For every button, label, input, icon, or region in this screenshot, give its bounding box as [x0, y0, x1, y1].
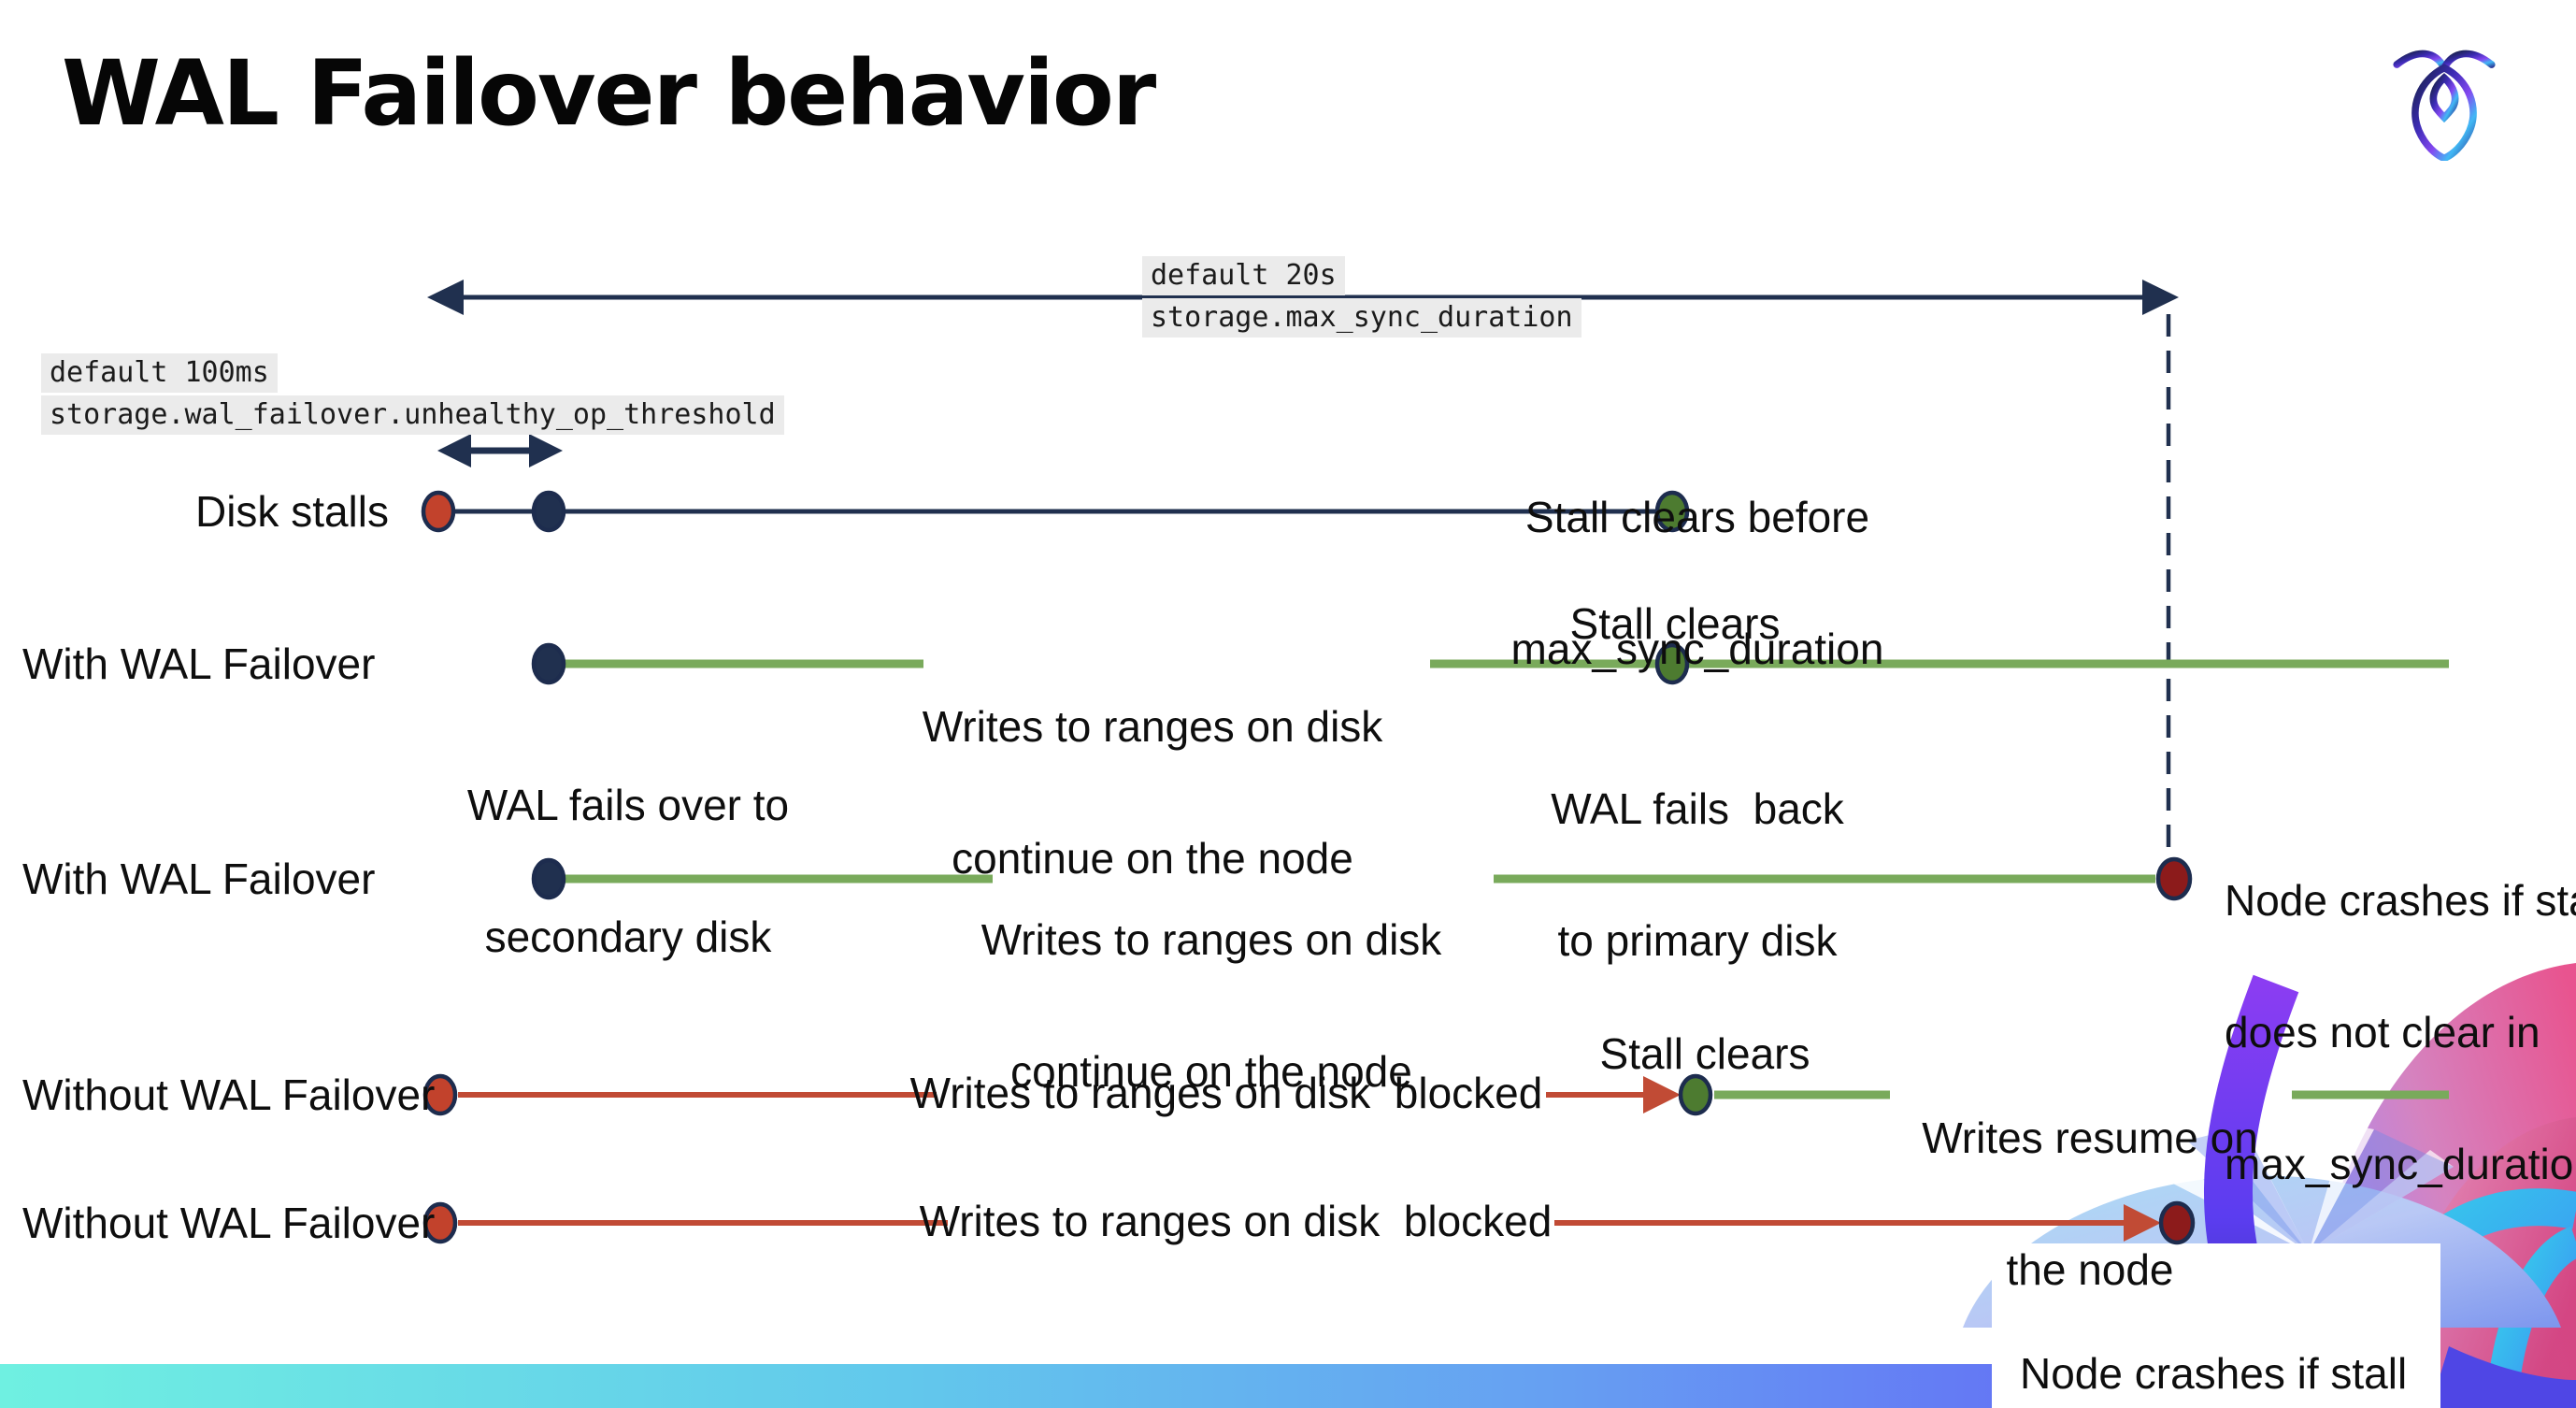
callout-wal-fails-back: WAL fails back to primary disk: [1551, 784, 1844, 965]
callout-writes-blocked-r5: Writes to ranges on disk blocked: [919, 1197, 1553, 1245]
row-label-without-wal-failover-2: Without WAL Failover: [22, 1199, 436, 1247]
max-sync-duration-arrow: [427, 280, 2179, 315]
setting-name-chip: storage.max_sync_duration: [1142, 298, 1581, 338]
callout-node-crashes-r3: Node crashes if stall does not clear in …: [2225, 876, 2576, 1188]
stall-start-dot: [422, 1073, 458, 1116]
crash-callout-box: Node crashes if stall does not clear in …: [1992, 1243, 2440, 1408]
node-crash-dot: [2155, 856, 2193, 901]
logo-body: [2411, 64, 2477, 161]
art-indigo-base: [2430, 1346, 2576, 1408]
logo-antenna-left: [2393, 50, 2448, 72]
callout-writes-continue-r3: Writes to ranges on disk continue on the…: [980, 915, 1442, 1096]
row-label-without-wal-failover-1: Without WAL Failover: [22, 1070, 436, 1119]
node-crash-dot: [2158, 1200, 2196, 1245]
callout-writes-continue-r2: Writes to ranges on disk continue on the…: [922, 702, 1383, 883]
row-label-with-wal-failover-1: With WAL Failover: [22, 639, 376, 688]
setting-name-chip: storage.wal_failover.unhealthy_op_thresh…: [41, 395, 784, 435]
row-with-wal-failover-2: [531, 856, 2193, 901]
setting-default-chip: default 100ms: [41, 353, 278, 393]
callout-stall-clears-r2: Stall clears: [1569, 599, 1781, 648]
cockroachdb-logo-icon: [2393, 50, 2496, 161]
callout-stall-clears-r4: Stall clears: [1599, 1029, 1810, 1078]
art-petal-gap: [2309, 1124, 2374, 1253]
logo-antenna-right: [2440, 50, 2496, 72]
callout-writes-resume: Writes resume on the node: [1922, 1113, 2258, 1294]
unhealthy-op-threshold-arrow: [437, 434, 563, 467]
stall-clears-dot: [1654, 642, 1690, 685]
callout-stall-clears-before: Stall clears before max_sync_duration: [1510, 493, 1884, 673]
logo-inner-leaf: [2429, 73, 2459, 123]
art-petal-gap: [2309, 1150, 2454, 1253]
art-petal-shade: [2309, 1129, 2454, 1253]
failover-dot: [531, 642, 566, 685]
row-disk-stalls: [421, 490, 1690, 533]
stall-clears-dot: [1654, 490, 1690, 533]
callout-writes-blocked-r4: Writes to ranges on disk blocked: [909, 1069, 1543, 1117]
failover-dot: [531, 857, 566, 900]
setting-default-chip: default 20s: [1142, 256, 1345, 295]
row-with-wal-failover-1: [531, 642, 2449, 685]
threshold-dot: [531, 490, 566, 533]
row-without-wal-failover-2: [422, 1200, 2196, 1245]
callout-wal-fails-over: WAL fails over to secondary disk: [466, 781, 790, 961]
stall-start-dot: [422, 1201, 458, 1244]
stall-clears-dot: [1678, 1073, 1713, 1116]
red-arrowhead: [2124, 1204, 2161, 1242]
red-arrowhead: [1643, 1076, 1681, 1113]
crash-callout-text: Node crashes if stall does not clear in …: [2020, 1349, 2408, 1398]
page-title: WAL Failover behavior: [62, 41, 1156, 146]
max-sync-duration-callout: default 20s storage.max_sync_duration: [1142, 256, 1581, 340]
row-label-disk-stalls: Disk stalls: [194, 487, 389, 536]
row-label-with-wal-failover-2: With WAL Failover: [22, 855, 376, 903]
unhealthy-op-threshold-callout: default 100ms storage.wal_failover.unhea…: [41, 353, 784, 438]
row-without-wal-failover-1: [422, 1073, 2449, 1116]
stall-start-dot: [421, 490, 456, 533]
